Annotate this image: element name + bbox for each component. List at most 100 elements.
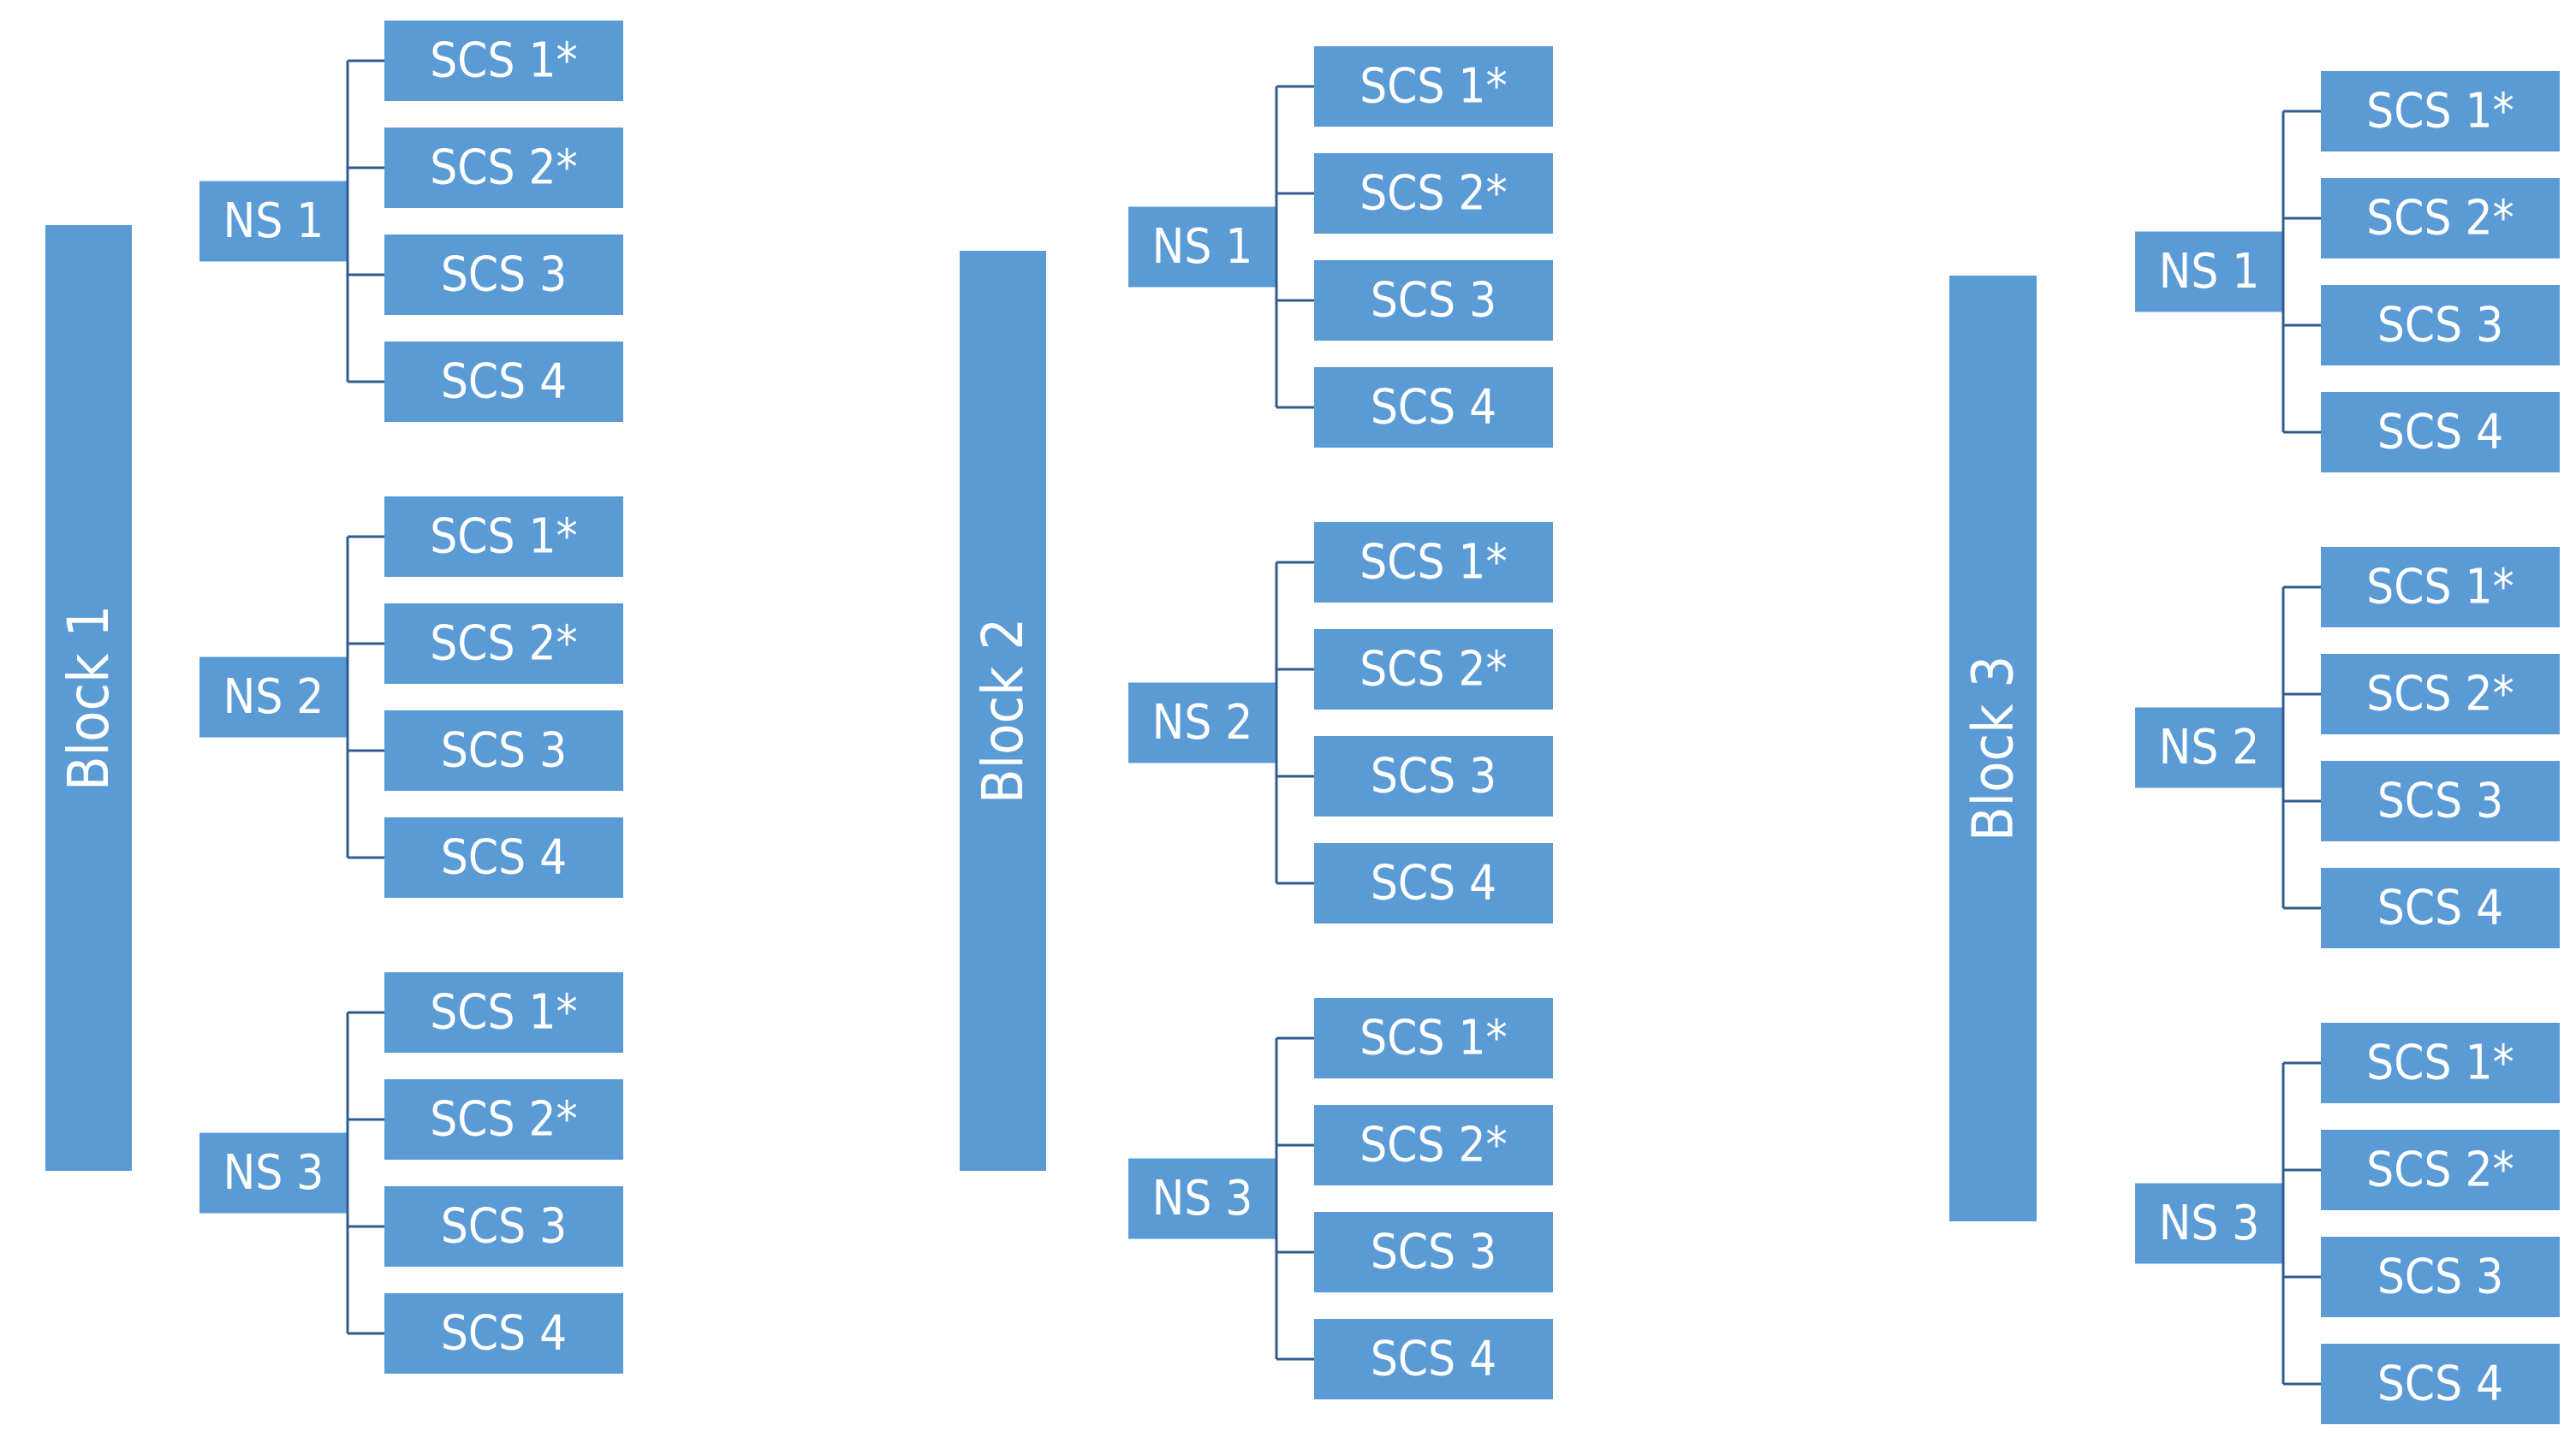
scs-label: SCS 2* xyxy=(430,1092,577,1148)
ns-box xyxy=(199,656,348,738)
scs-label: SCS 2* xyxy=(2366,667,2514,722)
ns-box xyxy=(2135,707,2283,788)
ns-box xyxy=(2135,231,2283,312)
scs-box xyxy=(2321,178,2560,258)
scs-label: SCS 3 xyxy=(441,1199,567,1255)
ns-label: NS 2 xyxy=(223,669,324,725)
scs-label: SCS 3 xyxy=(2377,774,2503,829)
scs-label: SCS 1* xyxy=(1359,1011,1507,1066)
scs-box xyxy=(2321,547,2560,627)
scs-label: SCS 1* xyxy=(430,509,577,565)
scs-box xyxy=(384,1079,623,1160)
scs-label: SCS 2* xyxy=(2366,191,2514,246)
scs-label: SCS 1* xyxy=(2366,560,2514,615)
scs-box xyxy=(1314,998,1553,1078)
scs-box xyxy=(1314,736,1553,817)
ns-group: NS 3 SCS 1* SCS 2* SCS 3 SCS 4 xyxy=(199,972,623,1374)
ns-box xyxy=(1128,682,1276,763)
scs-label: SCS 4 xyxy=(2377,1357,2503,1412)
scs-label: SCS 2* xyxy=(430,616,577,672)
scs-label: SCS 3 xyxy=(2377,298,2503,353)
scs-box xyxy=(1314,1105,1553,1185)
scs-label: SCS 1* xyxy=(430,985,577,1041)
ns-label: NS 2 xyxy=(2159,720,2260,775)
scs-box xyxy=(384,21,623,101)
scs-box xyxy=(384,710,623,791)
scs-box xyxy=(2321,285,2560,365)
scs-box xyxy=(384,235,623,315)
scs-box xyxy=(1314,367,1553,448)
ns-label: NS 3 xyxy=(1152,1171,1253,1226)
scs-label: SCS 2* xyxy=(1359,1118,1507,1173)
scs-label: SCS 2* xyxy=(1359,642,1507,698)
scs-box xyxy=(1314,46,1553,127)
scs-box xyxy=(2321,1344,2560,1424)
scs-box xyxy=(1314,1212,1553,1292)
ns-box xyxy=(199,1132,348,1214)
scs-label: SCS 1* xyxy=(430,33,577,89)
scs-label: SCS 3 xyxy=(1371,273,1496,329)
scs-box xyxy=(384,496,623,577)
ns-label: NS 1 xyxy=(223,193,324,249)
scs-label: SCS 4 xyxy=(441,830,567,886)
scs-label: SCS 1* xyxy=(2366,1036,2514,1091)
block-bar xyxy=(1949,276,2037,1221)
scs-box xyxy=(1314,843,1553,923)
block-bar xyxy=(960,251,1046,1171)
scs-box xyxy=(2321,761,2560,841)
scs-label: SCS 3 xyxy=(2377,1250,2503,1305)
scs-box xyxy=(2321,1130,2560,1210)
scs-label: SCS 4 xyxy=(441,1306,567,1362)
scs-label: SCS 4 xyxy=(2377,405,2503,460)
ns-group: NS 3 SCS 1* SCS 2* SCS 3 SCS 4 xyxy=(2135,1023,2560,1424)
scs-box xyxy=(384,972,623,1053)
scs-box xyxy=(384,1186,623,1267)
block-label: Block 2 xyxy=(970,618,1036,804)
ns-group: NS 3 SCS 1* SCS 2* SCS 3 SCS 4 xyxy=(1128,998,1553,1399)
scs-label: SCS 2* xyxy=(1359,166,1507,222)
scs-label: SCS 3 xyxy=(1371,1225,1496,1280)
scs-box xyxy=(2321,71,2560,151)
scs-box xyxy=(2321,1023,2560,1103)
scs-label: SCS 4 xyxy=(1371,1332,1496,1387)
scs-box xyxy=(384,817,623,898)
ns-label: NS 2 xyxy=(1152,695,1253,751)
scs-label: SCS 4 xyxy=(1371,380,1496,436)
scs-box xyxy=(2321,654,2560,734)
ns-box xyxy=(199,181,348,262)
scs-box xyxy=(1314,629,1553,710)
block-2: Block 2 NS 1 SCS 1* SCS 2* SCS 3 SCS 4 NS 2 SCS… xyxy=(960,46,1553,1399)
ns-label: NS 3 xyxy=(2159,1196,2260,1251)
scs-label: SCS 1* xyxy=(2366,84,2514,140)
ns-label: NS 1 xyxy=(1152,219,1253,275)
scs-box xyxy=(384,128,623,208)
scs-box xyxy=(2321,1237,2560,1317)
scs-label: SCS 1* xyxy=(1359,59,1507,115)
scs-box xyxy=(1314,1319,1553,1399)
ns-label: NS 3 xyxy=(223,1145,324,1201)
ns-box xyxy=(2135,1183,2283,1264)
scs-box xyxy=(1314,153,1553,234)
ns-box xyxy=(1128,206,1276,288)
scs-box xyxy=(384,603,623,684)
scs-label: SCS 4 xyxy=(2377,881,2503,936)
scs-box xyxy=(2321,392,2560,472)
ns-box xyxy=(1128,1158,1276,1239)
scs-box xyxy=(2321,868,2560,948)
scs-label: SCS 1* xyxy=(1359,535,1507,591)
ns-group: NS 2 SCS 1* SCS 2* SCS 3 SCS 4 xyxy=(199,496,623,898)
ns-group: NS 1 SCS 1* SCS 2* SCS 3 SCS 4 xyxy=(1128,46,1553,448)
scs-box xyxy=(384,1293,623,1374)
scs-label: SCS 2* xyxy=(2366,1143,2514,1198)
block-label: Block 3 xyxy=(1960,656,2026,841)
scs-label: SCS 3 xyxy=(441,723,567,779)
scs-box xyxy=(384,341,623,422)
scs-box xyxy=(1314,522,1553,603)
scs-label: SCS 3 xyxy=(1371,749,1496,805)
